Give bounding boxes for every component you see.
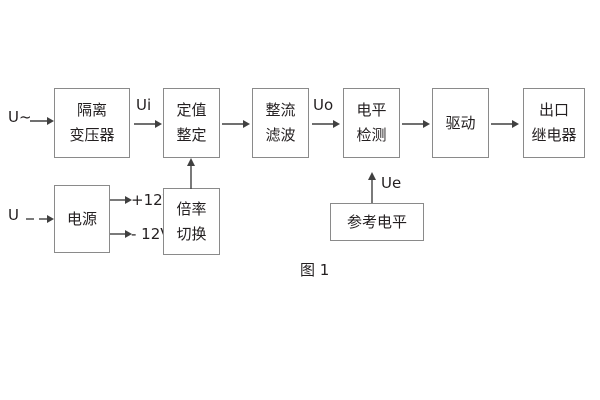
arrow-drive-to-output-relay [491,118,519,130]
block-output-relay-line2: 继电器 [531,126,577,144]
block-multiplier-switch-line2: 切换 [176,224,207,243]
label-pos12v: +12V [131,191,173,209]
figure-caption: 图 1 [300,261,330,279]
block-rectify-filter-line2: 滤波 [265,126,296,144]
signal-label-uo: Uo [313,96,334,114]
block-reference-level-line1: 参考电平 [346,212,407,231]
arrow-dc-input-to-power-supply [26,213,54,225]
label-neg12v: - 12V [131,225,171,243]
block-drive: 驱动 [432,88,489,158]
block-output-relay: 出口 继电器 [523,88,585,158]
block-power-supply-line1: 电源 [66,209,97,228]
block-isolation-transformer-line1: 隔离 [76,101,107,119]
block-rectify-filter: 整流 滤波 [252,88,309,158]
signal-label-ue: Ue [381,174,402,192]
block-isolation-transformer: 隔离 变压器 [54,88,130,158]
block-reference-level: 参考电平 [330,203,424,241]
arrow-ac-input-to-isolation [30,115,54,127]
arrow-setting-to-rectify [222,118,250,130]
block-power-supply: 电源 [54,185,110,253]
arrow-power-supply-neg12 [110,228,132,240]
block-multiplier-switch-line1: 倍率 [176,199,207,218]
block-setting-value-line1: 定值 [176,101,207,119]
arrow-multiplier-switch-to-setting [185,158,197,189]
signal-label-ui: Ui [136,96,152,114]
arrow-rectify-to-level-detection [312,118,340,130]
block-level-detection-line1: 电平 [356,101,387,119]
block-level-detection-line2: 检测 [356,126,387,144]
block-setting-value-line2: 整定 [176,126,207,144]
arrow-isolation-to-setting [134,118,162,130]
arrow-reference-level-to-level-detection [366,172,378,203]
block-output-relay-line1: 出口 [538,101,569,119]
arrow-level-detection-to-drive [402,118,430,130]
block-setting-value: 定值 整定 [163,88,220,158]
block-rectify-filter-line1: 整流 [265,101,296,119]
block-multiplier-switch: 倍率 切换 [163,188,220,255]
arrow-power-supply-pos12 [110,194,132,206]
block-drive-line1: 驱动 [445,113,476,132]
block-isolation-transformer-line2: 变压器 [69,126,115,144]
block-level-detection: 电平 检测 [343,88,400,158]
dc-input-label: U [8,206,19,224]
ac-input-label: U~ [8,108,32,126]
